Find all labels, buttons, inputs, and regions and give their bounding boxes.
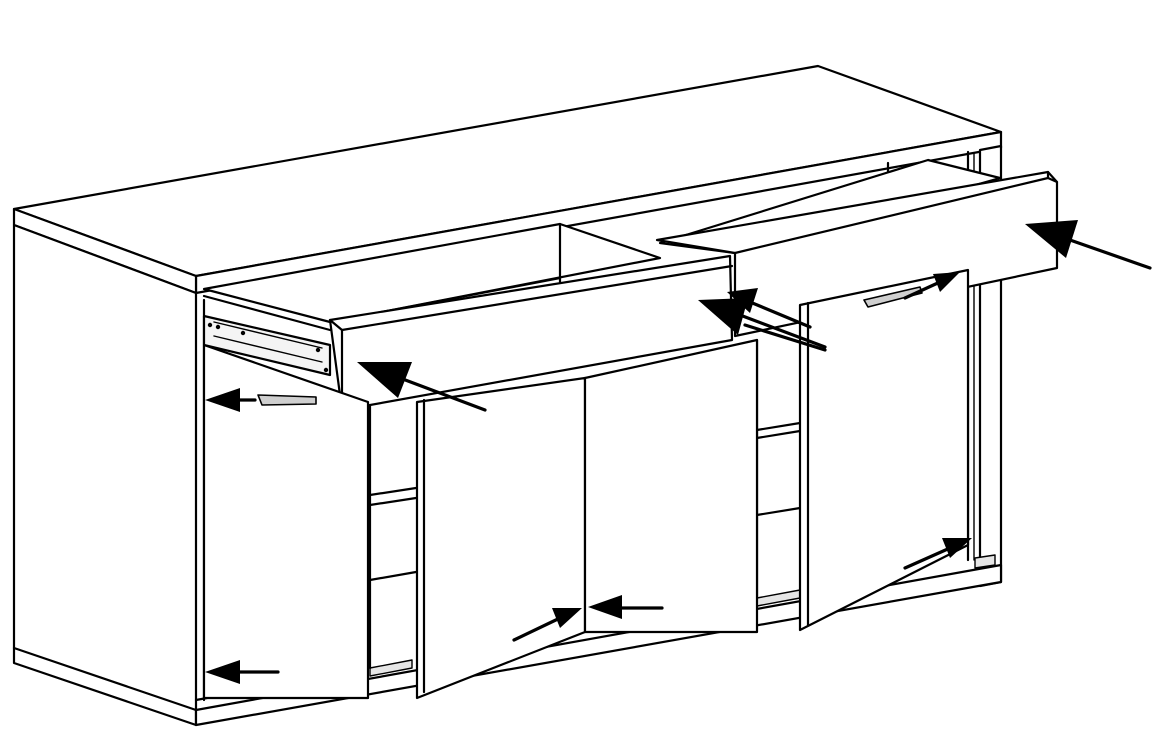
drawer-left-box (202, 222, 662, 324)
arrows (205, 220, 1152, 684)
arrow-door-4-bottom (903, 538, 972, 570)
arrow-drawer-mid-2 (698, 298, 827, 349)
arrow-door-3-close (588, 595, 664, 619)
drawer-right (655, 158, 1059, 338)
cabinet-left-side (12, 223, 198, 727)
drawer-left-slide (202, 314, 332, 377)
arrow-door-1-bottom (205, 660, 280, 684)
door-4-panel (798, 268, 970, 632)
arrow-door-1-top (205, 388, 257, 412)
door-1-panel (202, 343, 370, 700)
arrow-door-2-close (512, 608, 582, 642)
drawer-left (202, 222, 734, 412)
door-3 (583, 338, 759, 634)
arrow-drawer-right-push (1025, 220, 1152, 270)
arrow-door-4-top (903, 272, 960, 300)
door-4-handle (863, 286, 923, 308)
door-3-panel (583, 338, 759, 634)
arrow-drawer-left-push (357, 362, 487, 412)
door-4 (798, 268, 970, 632)
door-1 (202, 343, 370, 700)
arrow-drawer-mid-3 (743, 323, 827, 352)
drawer-left-front (328, 254, 734, 412)
door-1-handle (257, 394, 317, 406)
